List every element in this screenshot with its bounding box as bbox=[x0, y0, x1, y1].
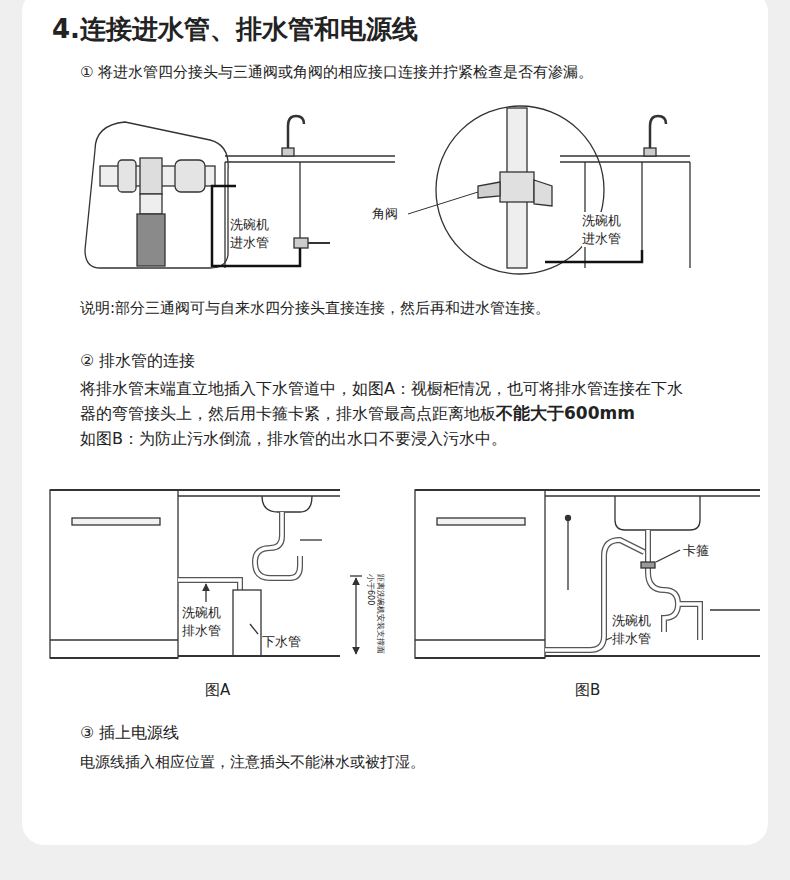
body-text: 电源线插入相应位置，注意插头不能淋水或被打湿。 bbox=[80, 752, 425, 772]
figure-caption: 图B bbox=[575, 680, 600, 700]
note-text: 说明:部分三通阀可与自来水四分接头直接连接，然后再和进水管连接。 bbox=[80, 298, 550, 318]
inset-circle bbox=[436, 106, 604, 274]
step-heading: ③ 插上电源线 bbox=[80, 722, 179, 744]
part-label: 洗碗机 排水管 bbox=[612, 612, 654, 647]
body-text: 如图B：为防止污水倒流，排水管的出水口不要浸入污水中。 bbox=[80, 426, 685, 451]
part-label: 卡箍 bbox=[683, 542, 709, 560]
page-title: 4.连接进水管、排水管和电源线 bbox=[52, 12, 418, 47]
part-label: 下水管 bbox=[262, 633, 301, 651]
step-text: ① 将进水管四分接头与三通阀或角阀的相应接口连接并拧紧检查是否有渗漏。 bbox=[80, 62, 593, 82]
step-heading: ② 排水管的连接 bbox=[80, 350, 195, 372]
inset-outline bbox=[85, 122, 228, 268]
figure-caption: 图A bbox=[205, 680, 230, 700]
part-label: 角阀 bbox=[372, 205, 398, 223]
dimension-label: 距离洗碗机安装支撑面小于600 bbox=[365, 574, 385, 656]
part-label: 洗碗机 进水管 bbox=[582, 212, 624, 247]
part-label: 洗碗机 进水管 bbox=[230, 216, 272, 251]
paragraph: 将排水管末端直立地插入下水管道中，如图A：视橱柜情况，也可将排水管连接在下水器的… bbox=[80, 376, 685, 451]
part-label: 洗碗机 排水管 bbox=[182, 604, 224, 639]
emphasis-text: 不能大于600mm bbox=[496, 403, 635, 423]
